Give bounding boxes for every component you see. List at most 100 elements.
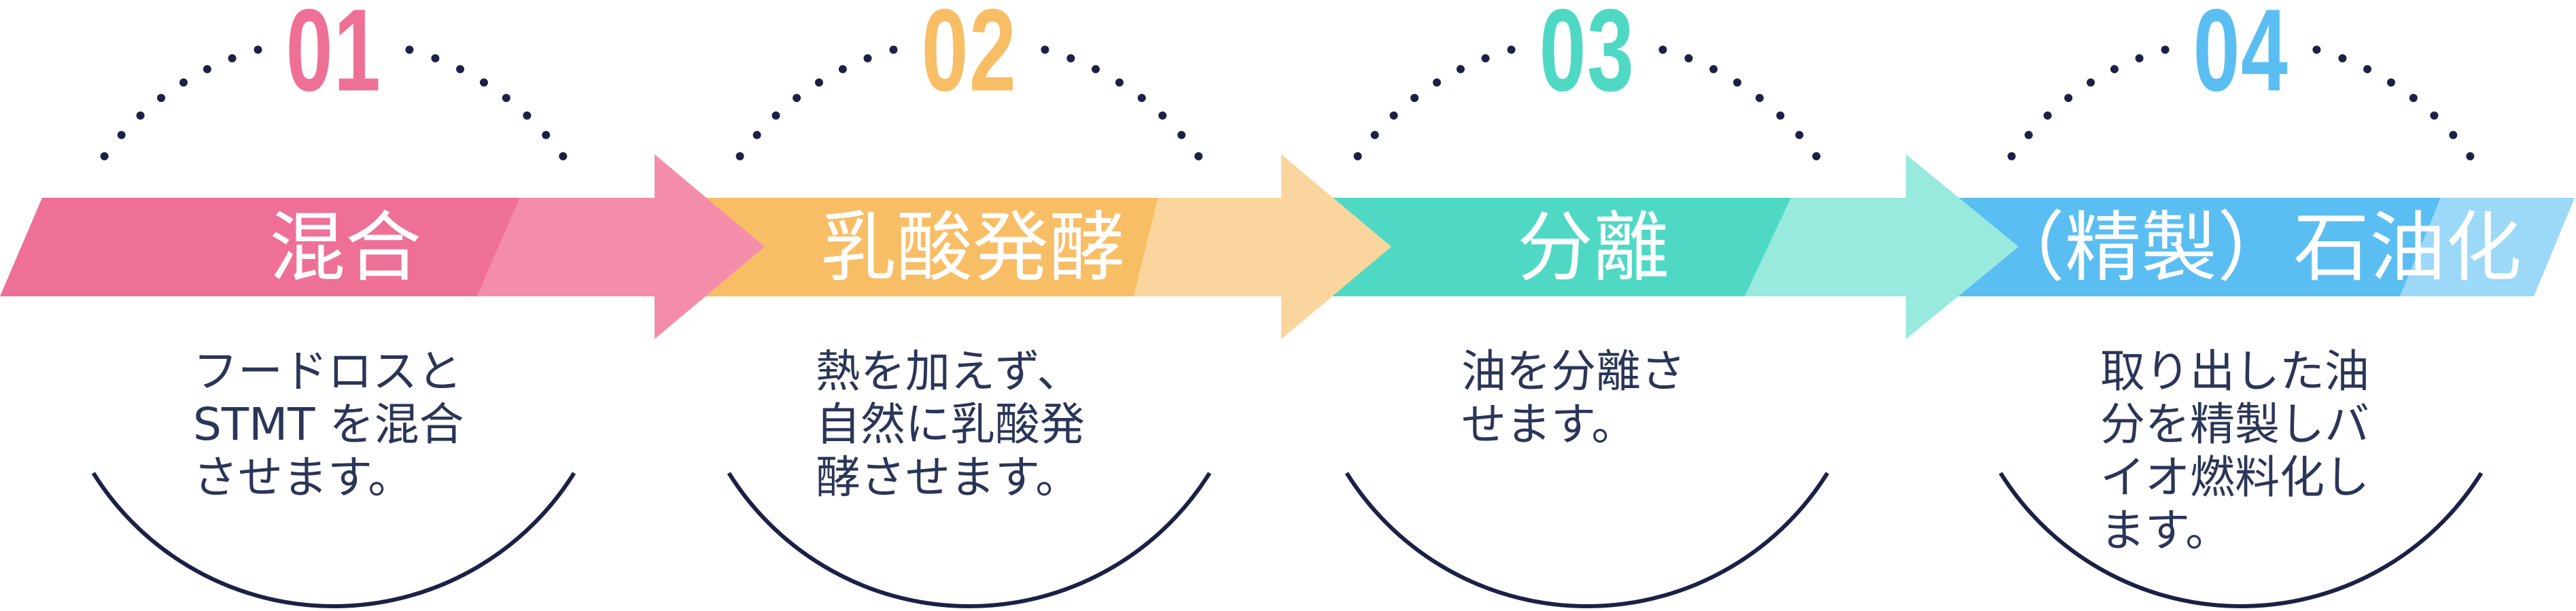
band-main-segment: [0, 198, 520, 296]
arc-dot: [1137, 94, 1146, 103]
arc-dot: [1370, 130, 1379, 139]
arc-dot: [228, 54, 237, 63]
arc-dot: [1410, 94, 1419, 103]
arc-dot: [1066, 54, 1075, 63]
step-title: 乳酸発酵: [820, 204, 1125, 292]
arc-dot: [1041, 46, 1049, 54]
arc-dot: [889, 46, 898, 54]
arc-dot: [559, 152, 568, 160]
arc-dot: [1733, 78, 1741, 87]
step-title: 混合: [269, 204, 421, 292]
arc-dot: [1092, 65, 1100, 73]
description-line: 油を分離さ: [1461, 345, 1686, 398]
arc-dot: [502, 94, 510, 103]
arc-dot: [2007, 152, 2016, 160]
arc-dot: [1507, 46, 1516, 54]
arc-dot: [2312, 46, 2321, 54]
arc-dot: [1194, 152, 1203, 160]
description-line: 取り出した油: [2100, 345, 2369, 398]
arc-dot: [479, 78, 488, 87]
arc-dot: [838, 65, 847, 73]
step-number: 01: [285, 0, 382, 116]
arc-dot: [2064, 94, 2073, 103]
arc-dot: [1433, 78, 1442, 87]
step-description: 油を分離さ せます。: [1461, 345, 1686, 451]
arc-dot: [2087, 78, 2095, 87]
arc-dot: [2338, 54, 2347, 63]
arc-dot: [2430, 111, 2439, 120]
arc-dot: [136, 111, 145, 120]
arc-dot: [431, 54, 440, 63]
arc-dot: [1456, 65, 1465, 73]
step-number: 02: [921, 0, 1017, 116]
arc-dot: [2386, 78, 2395, 87]
arc-dot: [1389, 111, 1398, 120]
arc-dot: [735, 152, 744, 160]
description-line: せます。: [1461, 398, 1637, 451]
step-title: （精製）石油化: [1989, 204, 2522, 292]
band-light-segment: [2400, 198, 2575, 296]
arc-dot: [1812, 152, 1821, 160]
arc-dot: [752, 130, 761, 139]
arc-dot: [1115, 78, 1124, 87]
step-title: 分離: [1517, 204, 1669, 292]
description-line: フードロスと: [193, 345, 462, 398]
arc-dot: [100, 152, 109, 160]
description-line: 熱を加えず、: [816, 345, 1082, 398]
arc-dot: [815, 78, 824, 87]
arc-dot: [1658, 46, 1667, 54]
step-description: フードロスと STMT を混合 させます。: [193, 345, 464, 504]
arc-dot: [157, 94, 166, 103]
arc-dot: [2043, 111, 2052, 120]
arc-dot: [2135, 54, 2144, 63]
bottom-arc: [91, 472, 576, 608]
step-description: 取り出した油 分を精製しバ イオ燃料化し ます。: [2100, 345, 2369, 557]
arc-dot: [456, 65, 465, 73]
arc-dot: [793, 94, 801, 103]
arc-dot: [2449, 130, 2458, 139]
arc-dot: [1353, 152, 1362, 160]
arc-dot: [2409, 94, 2418, 103]
band-main-segment: [1312, 198, 1791, 296]
bottom-arc: [1344, 472, 1830, 609]
arc-dot: [1684, 54, 1693, 63]
arc-dot: [2466, 152, 2475, 160]
description-line: ます。: [2100, 504, 2231, 557]
arc-dot: [179, 78, 188, 87]
arc-dot: [542, 130, 551, 139]
band-main-segment: [1944, 198, 2441, 296]
arc-dot: [1755, 94, 1764, 103]
description-line: 自然に乳酸発: [816, 398, 1085, 451]
description-line: STMT を混合: [193, 398, 464, 451]
arc-dot: [405, 46, 414, 54]
band-main-segment: [680, 198, 1158, 296]
arc-dot: [2024, 130, 2033, 139]
arc-dot: [117, 130, 126, 139]
arc-dot: [1795, 130, 1804, 139]
arc-dot: [2363, 65, 2372, 73]
arc-dot: [1709, 65, 1718, 73]
step-number: 03: [1539, 0, 1635, 116]
arc-dot: [771, 111, 780, 120]
arc-dot: [254, 46, 262, 54]
description-line: 酵させます。: [816, 451, 1081, 504]
arrow-head: [477, 154, 765, 339]
arc-dot: [1158, 111, 1167, 120]
description-line: させます。: [193, 451, 413, 504]
arc-dot: [1177, 130, 1186, 139]
arc-dot: [1776, 111, 1785, 120]
arrow-head: [1134, 154, 1391, 339]
arrow-head: [1745, 154, 2019, 339]
step-description: 熱を加えず、 自然に乳酸発 酵させます。: [816, 345, 1085, 504]
bottom-arc: [727, 472, 1212, 609]
arc-dot: [1481, 54, 1490, 63]
arc-dot: [2110, 65, 2119, 73]
arc-dot: [2161, 46, 2170, 54]
arc-dot: [863, 54, 872, 63]
step-number: 04: [2193, 0, 2289, 116]
description-line: イオ燃料化し: [2100, 451, 2369, 504]
arc-dot: [203, 65, 211, 73]
description-line: 分を精製しバ: [2100, 398, 2369, 451]
bottom-arc: [1998, 472, 2484, 609]
